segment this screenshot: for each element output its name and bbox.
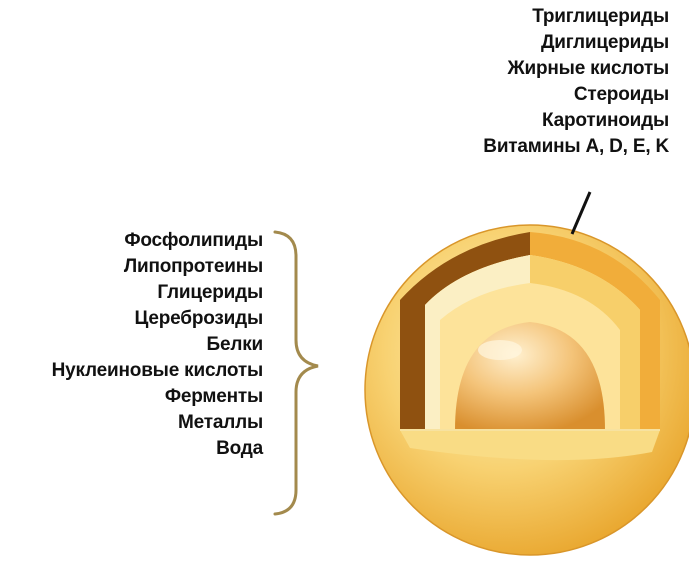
curly-brace (275, 232, 318, 514)
left-label-item: Фосфолипиды (0, 228, 263, 254)
top-label-item: Каротиноиды (409, 108, 669, 134)
top-label-item: Жирные кислоты (409, 56, 669, 82)
top-label-item: Витамины A, D, E, K (409, 134, 669, 160)
pointer-line (572, 192, 590, 234)
left-labels-list: Фосфолипиды Липопротеины Глицериды Цереб… (0, 228, 263, 462)
top-labels-list: Триглицериды Диглицериды Жирные кислоты … (409, 4, 669, 160)
top-label-item: Триглицериды (409, 4, 669, 30)
left-label-item: Глицериды (0, 280, 263, 306)
left-label-item: Вода (0, 436, 263, 462)
core-highlight (478, 340, 522, 360)
left-label-item: Липопротеины (0, 254, 263, 280)
top-label-item: Диглицериды (409, 30, 669, 56)
left-label-item: Белки (0, 332, 263, 358)
left-label-item: Металлы (0, 410, 263, 436)
left-label-item: Нуклеиновые кислоты (0, 358, 263, 384)
left-label-item: Ферменты (0, 384, 263, 410)
left-label-item: Цереброзиды (0, 306, 263, 332)
top-label-item: Стероиды (409, 82, 669, 108)
